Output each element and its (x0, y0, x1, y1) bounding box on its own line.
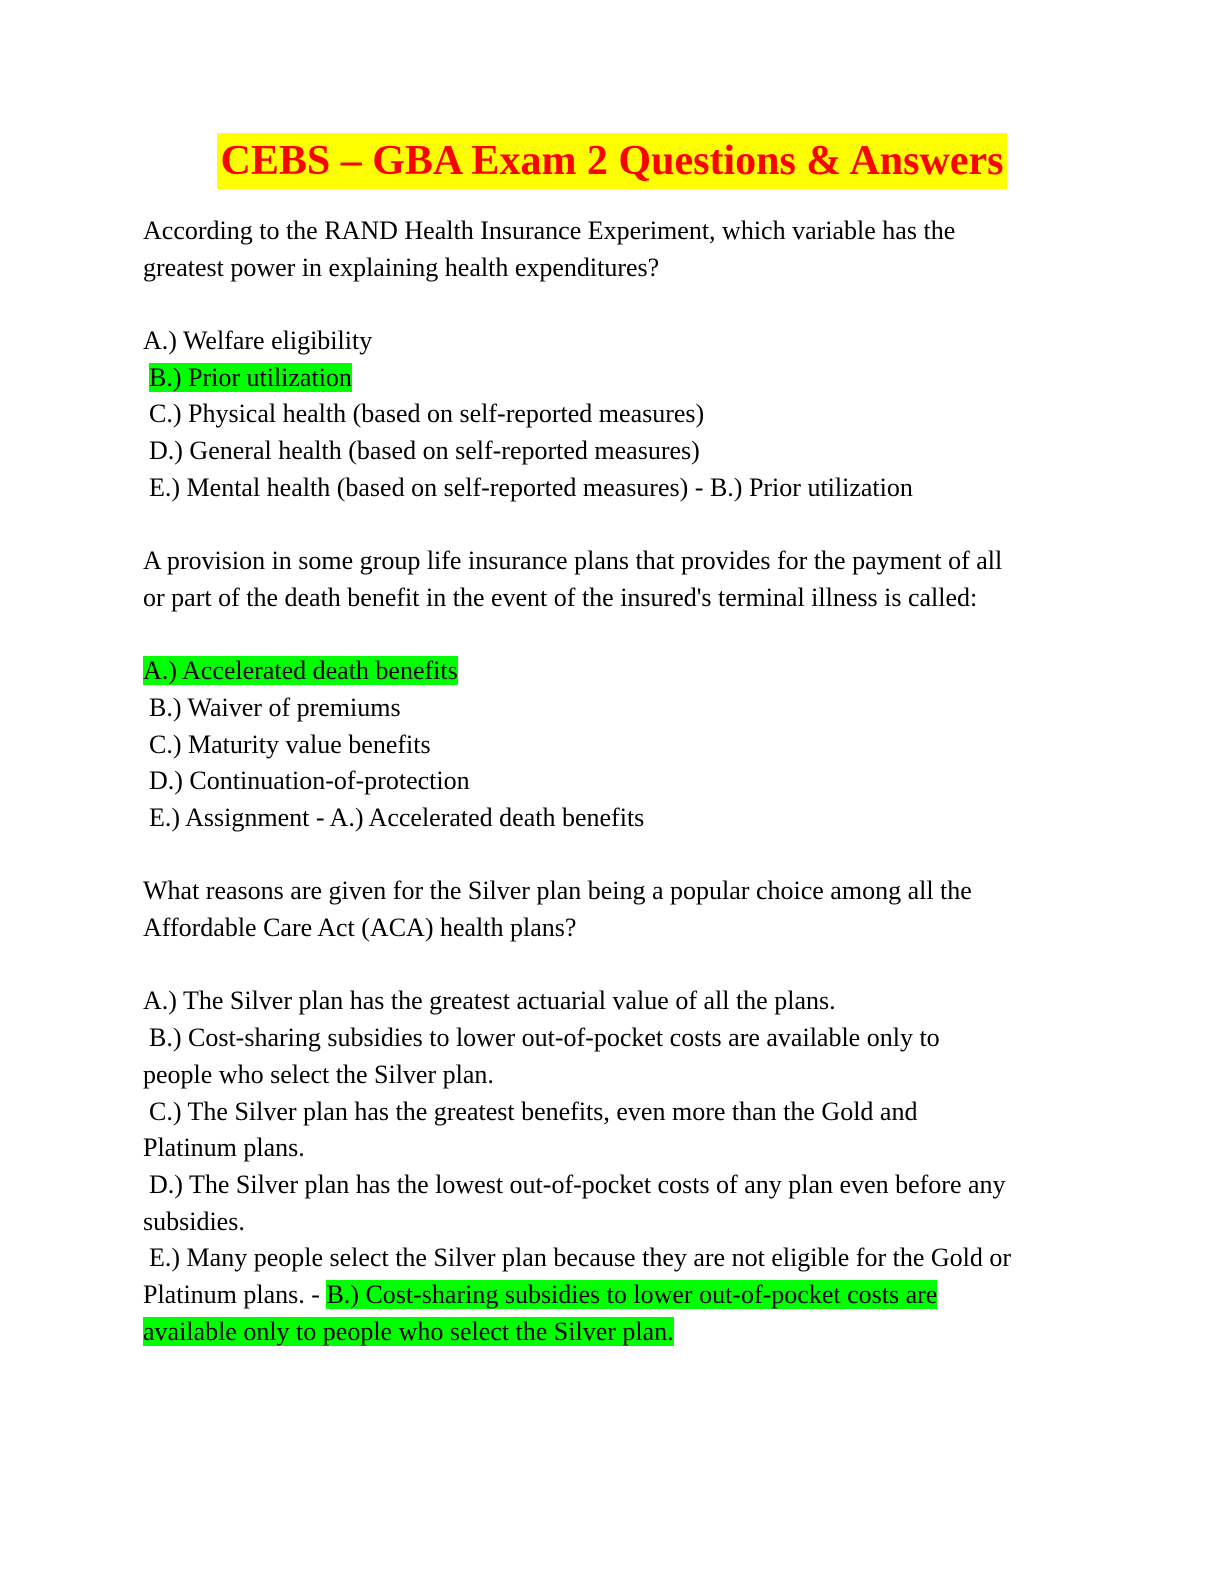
question-block-1: According to the RAND Health Insurance E… (143, 213, 1083, 507)
question-2-option-c: C.) Maturity value benefits (149, 729, 431, 759)
document-body: According to the RAND Health Insurance E… (143, 213, 1083, 1350)
question-1-text-line-1: According to the RAND Health Insurance E… (143, 216, 956, 245)
question-2-text-line-1: A provision in some group life insurance… (143, 546, 1003, 576)
title-row: CEBS – GBA Exam 2 Questions & Answers (0, 133, 1224, 189)
question-3-option-e-line-2: Platinum plans. - B.) Cost-sharing subsi… (143, 1277, 1083, 1314)
question-2-option-b: B.) Waiver of premiums (149, 692, 401, 722)
spacer (143, 286, 1083, 323)
question-3-option-b-line-1: B.) Cost-sharing subsidies to lower out-… (149, 1023, 940, 1053)
question-3-option-d-line-2: subsidies. (143, 1206, 245, 1236)
question-3-option-a: A.) The Silver plan has the greatest act… (143, 986, 836, 1016)
question-3-answer-highlighted-line-1: B.) Cost-sharing subsidies to lower out-… (326, 1279, 938, 1309)
question-3-text-line-2: Affordable Care Act (ACA) health plans? (143, 913, 577, 943)
question-3-option-e-line-2-prefix: Platinum plans. - (143, 1279, 327, 1309)
question-1-option-d: D.) General health (based on self-report… (149, 436, 700, 466)
spacer (143, 837, 1083, 874)
question-2-option-a-row: A.) Accelerated death benefits (143, 653, 1083, 690)
page-title: CEBS – GBA Exam 2 Questions & Answers (216, 133, 1008, 189)
question-1-option-c: C.) Physical health (based on self-repor… (149, 399, 705, 429)
spacer (143, 617, 1083, 654)
question-3-option-b-line-2: people who select the Silver plan. (143, 1059, 494, 1089)
question-2-option-d: D.) Continuation-of-protection (149, 766, 470, 796)
question-2-text-line-2: or part of the death benefit in the even… (143, 582, 978, 612)
question-1-option-b-row: B.) Prior utilization (143, 360, 1083, 397)
spacer (143, 507, 1083, 544)
question-1-option-a: A.) Welfare eligibility (143, 326, 373, 356)
question-3-text-line-1: What reasons are given for the Silver pl… (143, 876, 972, 906)
question-3-option-d-line-1: D.) The Silver plan has the lowest out-o… (149, 1169, 1006, 1199)
question-1-text-line-2: greatest power in explaining health expe… (143, 252, 660, 282)
question-2-option-e-answer: E.) Assignment - A.) Accelerated death b… (149, 803, 645, 832)
question-3-answer-highlighted-line-2: available only to people who select the … (143, 1316, 674, 1346)
question-1-option-e-answer: E.) Mental health (based on self-reporte… (149, 472, 913, 502)
question-3-option-e-line-1: E.) Many people select the Silver plan b… (149, 1243, 1012, 1273)
question-3-option-c-line-2: Platinum plans. (143, 1133, 305, 1163)
question-block-2: A provision in some group life insurance… (143, 543, 1083, 837)
spacer (143, 947, 1083, 984)
question-3-option-c-line-1: C.) The Silver plan has the greatest ben… (149, 1096, 918, 1126)
question-1-option-b-highlighted: B.) Prior utilization (149, 362, 352, 392)
question-block-3: What reasons are given for the Silver pl… (143, 873, 1083, 1350)
question-3-answer-row-2: available only to people who select the … (143, 1314, 1083, 1351)
question-2-option-a-highlighted: A.) Accelerated death benefits (143, 656, 458, 686)
